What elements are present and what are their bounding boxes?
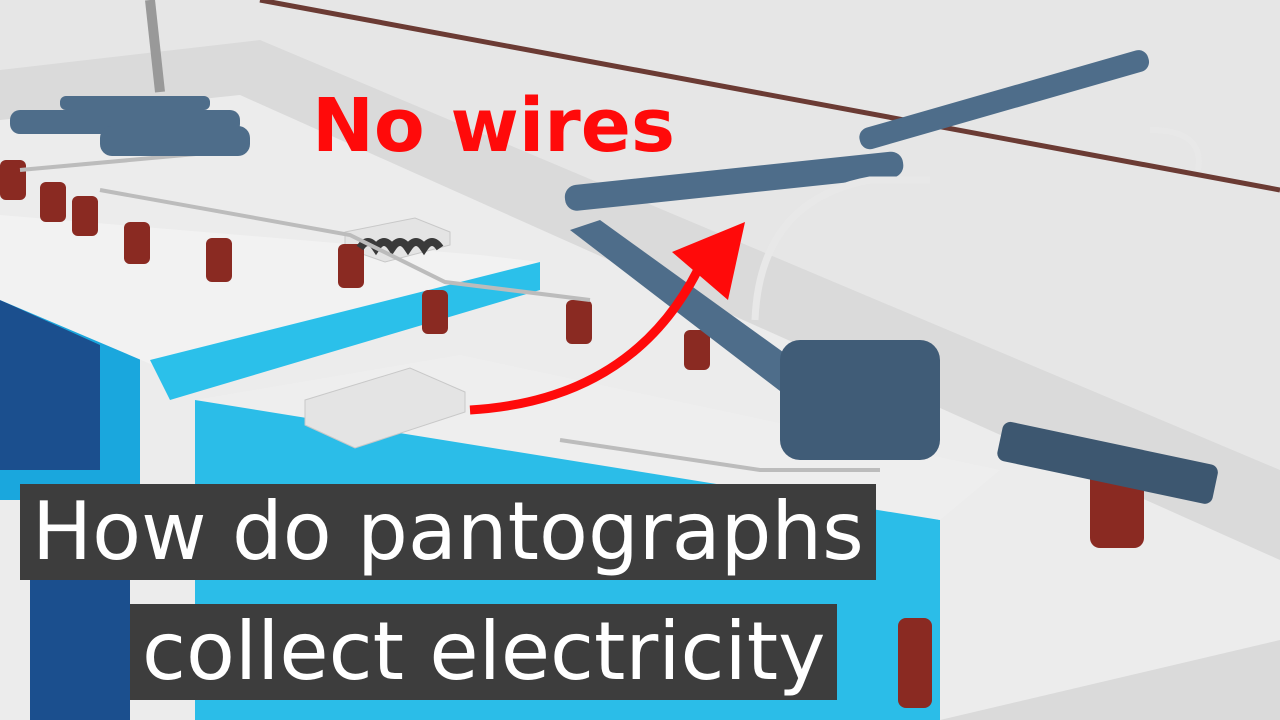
title-line-1: How do pantographs [20, 484, 876, 580]
rear-pantograph [10, 96, 250, 156]
title-line-2: collect electricity [130, 604, 838, 700]
catenary-wire [259, 0, 1280, 193]
train-car-rear-dark [0, 300, 100, 470]
front-pantograph [564, 50, 1218, 504]
callout-no-wires: No wires [312, 83, 675, 169]
roof-box [304, 367, 466, 449]
vertical-pole [145, 0, 165, 93]
red-arrow-shaft [469, 253, 710, 415]
red-arrow-head [672, 222, 745, 300]
insulators [0, 160, 1144, 708]
train-car-front-dark [30, 540, 130, 720]
